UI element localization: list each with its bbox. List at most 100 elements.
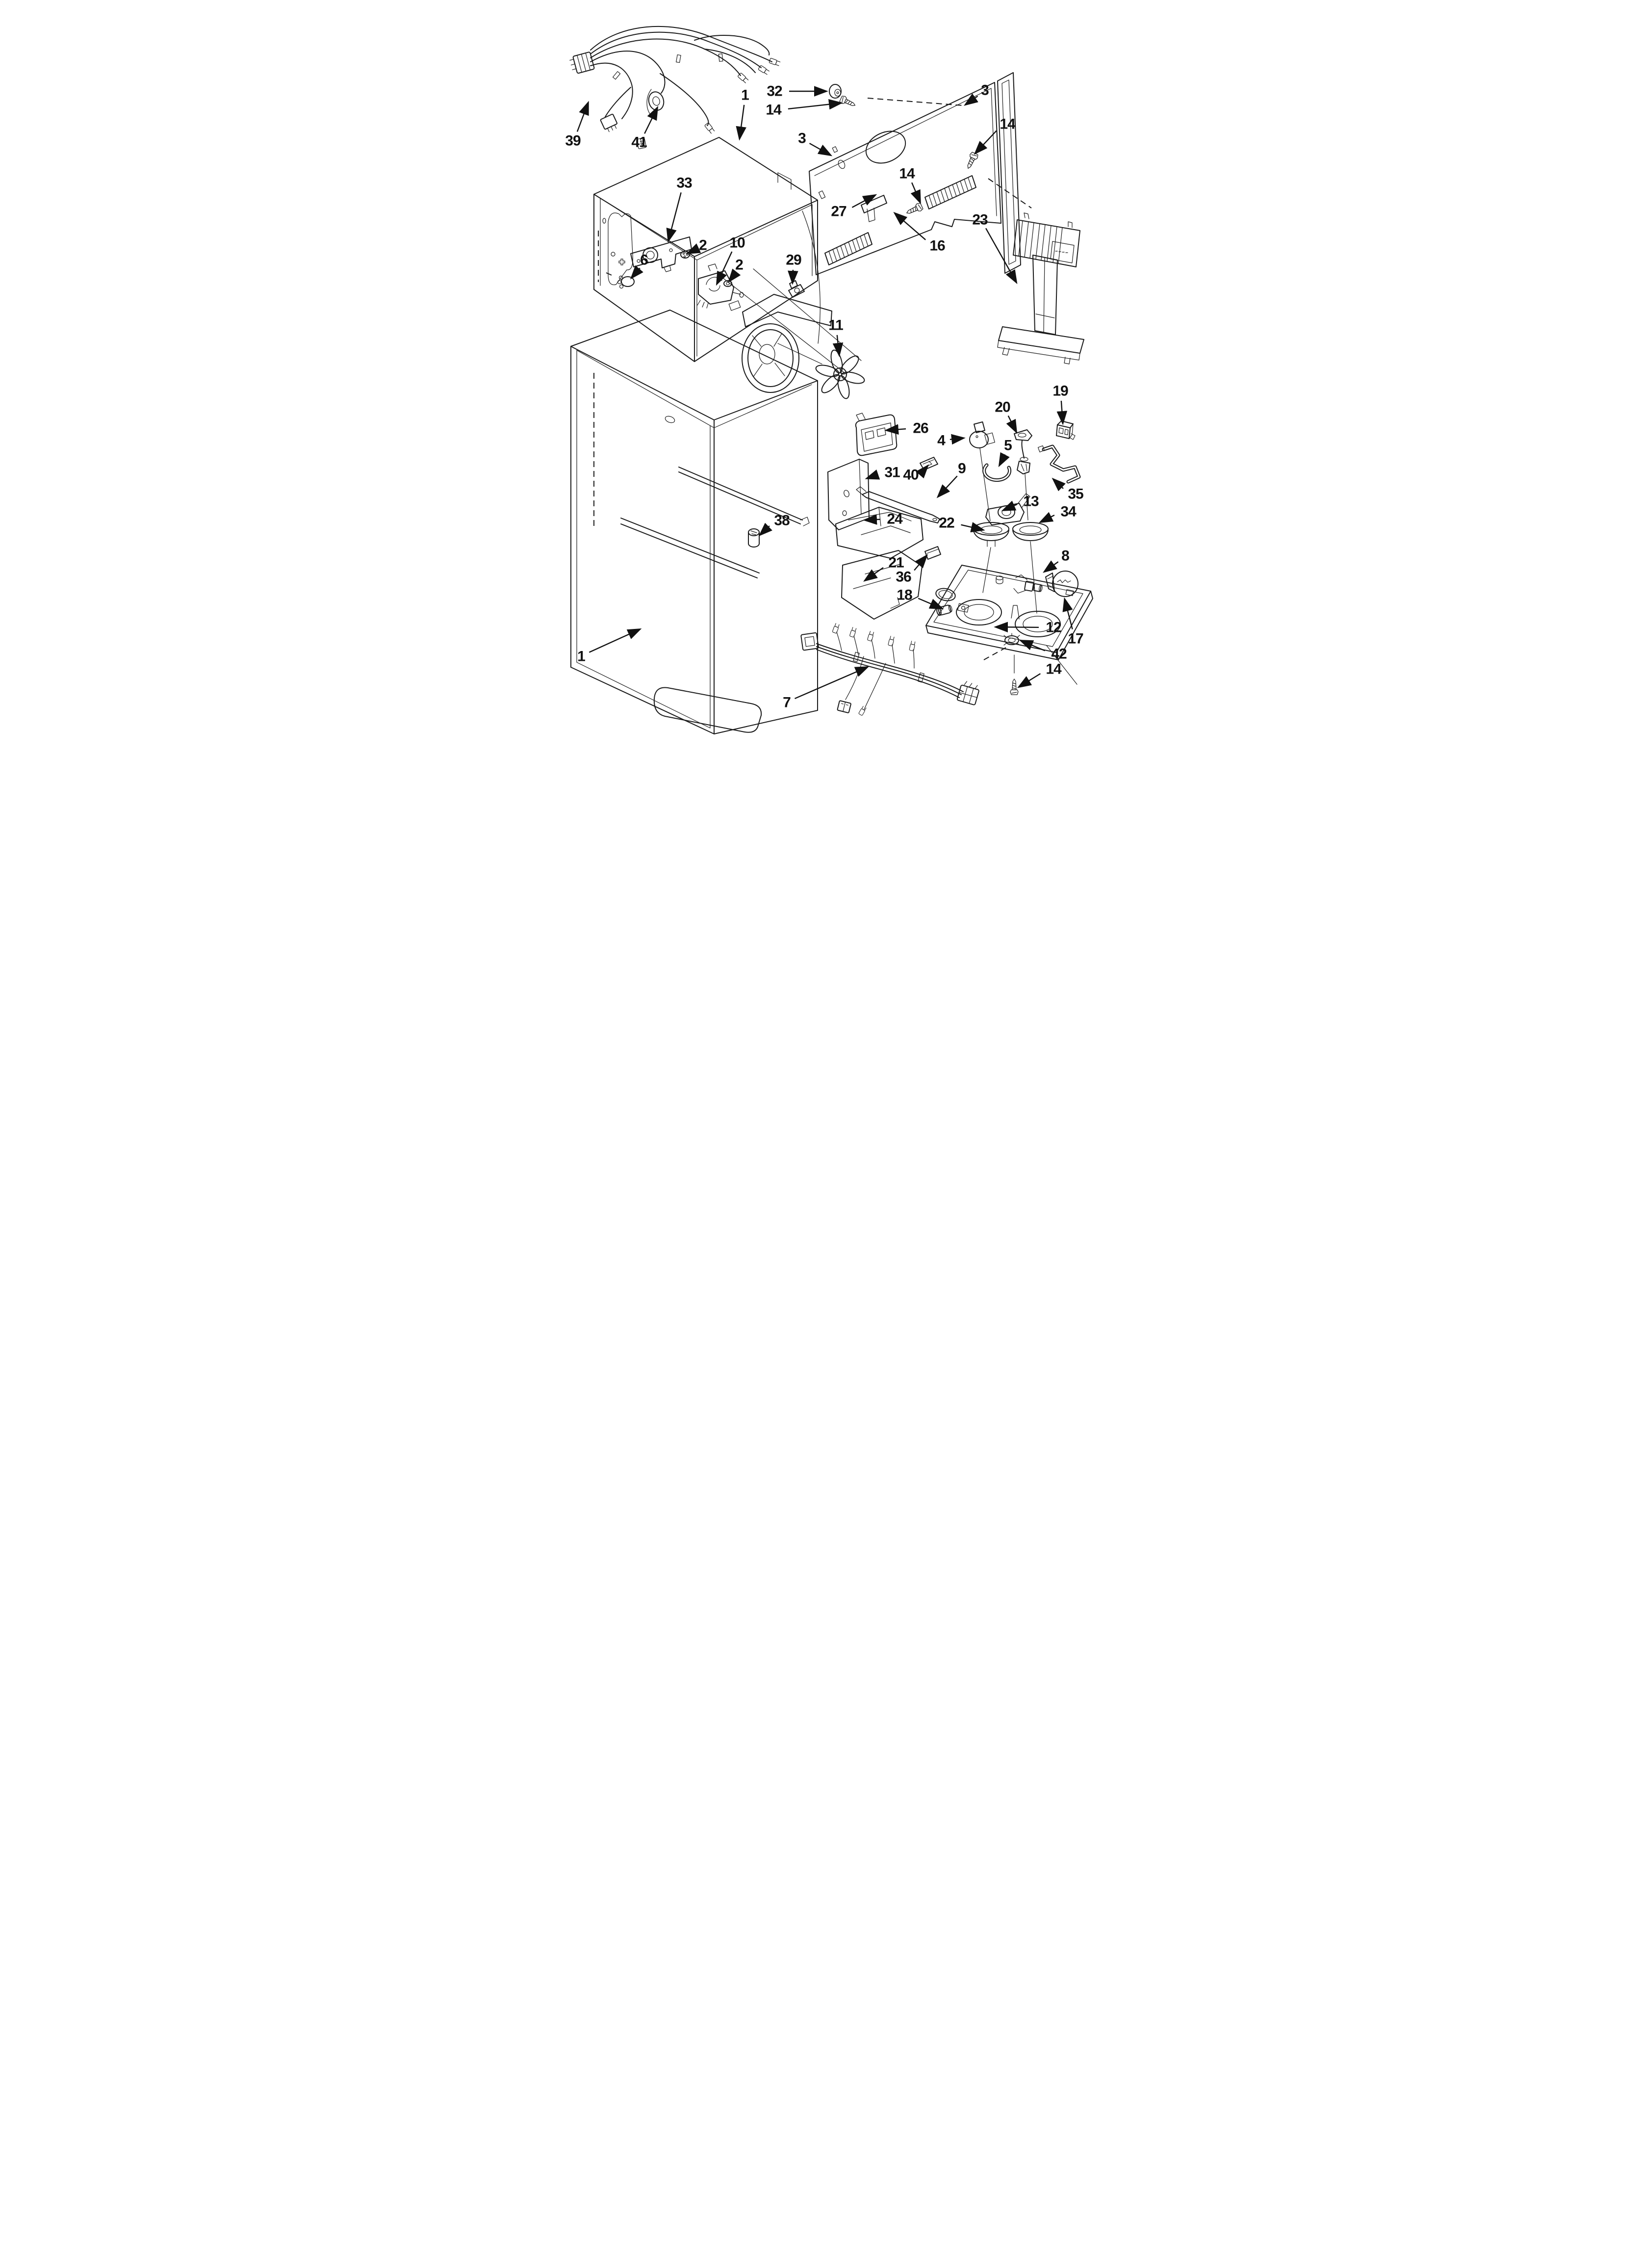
leader-arrow-31 xyxy=(865,469,880,480)
leader-arrow-36 xyxy=(914,554,928,571)
leader-arrow-4 xyxy=(949,434,966,445)
callout-29: 29 xyxy=(786,252,802,285)
leader-arrow-39 xyxy=(576,101,589,132)
part-number-36: 36 xyxy=(896,569,911,585)
callout-24: 24 xyxy=(863,511,903,527)
leader-arrow-2 xyxy=(728,268,741,283)
plate-36 xyxy=(924,546,941,560)
callout-35: 35 xyxy=(1052,477,1084,502)
callout-21: 21 xyxy=(863,555,904,582)
light-socket-bracket xyxy=(630,236,692,272)
leader-arrow-26 xyxy=(884,424,906,435)
part-number-40: 40 xyxy=(903,467,919,483)
lamp-housing-12 xyxy=(925,565,1093,685)
callout-14: 14 xyxy=(899,166,921,205)
callout-9: 9 xyxy=(936,461,966,498)
part-number-21: 21 xyxy=(888,555,904,571)
callout-20: 20 xyxy=(995,399,1018,434)
callout-16: 16 xyxy=(893,211,946,254)
part-number-42: 42 xyxy=(1051,646,1067,662)
drain-tube-20 xyxy=(1014,429,1032,521)
wire-clip-35 xyxy=(1037,444,1081,484)
part-number-8: 8 xyxy=(1061,548,1069,564)
leader-arrow-41 xyxy=(644,105,659,134)
callout-12: 12 xyxy=(994,620,1062,636)
callout-32: 32 xyxy=(767,83,828,100)
callout-23: 23 xyxy=(972,212,1018,285)
part-number-16: 16 xyxy=(929,238,945,254)
part-number-33: 33 xyxy=(676,175,692,191)
leader-arrow-16 xyxy=(893,211,926,240)
air-damper xyxy=(997,212,1084,365)
leader-arrow-8 xyxy=(1043,560,1059,573)
callout-2: 2 xyxy=(686,237,707,255)
evaporator-fan-assembly xyxy=(719,268,862,393)
leader-arrow-40 xyxy=(916,464,929,479)
drain-hose-5 xyxy=(982,463,1012,482)
part-number-19: 19 xyxy=(1052,383,1068,399)
part-number-18: 18 xyxy=(897,587,912,603)
terminal-block-19 xyxy=(1056,420,1076,440)
part-number-17: 17 xyxy=(1068,631,1083,647)
part-number-1: 1 xyxy=(741,87,749,104)
part-number-35: 35 xyxy=(1068,486,1083,502)
leader-arrow-20 xyxy=(1006,415,1018,434)
part-number-12: 12 xyxy=(1046,620,1061,636)
leader-arrow-14 xyxy=(788,99,843,110)
part-number-32: 32 xyxy=(767,83,782,100)
leader-arrow-35 xyxy=(1052,477,1066,492)
leader-arrow-23 xyxy=(985,228,1018,285)
wire-harness-lower xyxy=(800,623,979,716)
part-number-24: 24 xyxy=(887,511,903,527)
leader-arrow-14 xyxy=(1017,673,1041,688)
callout-26: 26 xyxy=(884,420,929,437)
part-number-2: 2 xyxy=(735,257,743,273)
callout-33: 33 xyxy=(666,175,693,243)
callout-11: 11 xyxy=(828,317,844,357)
part-number-7: 7 xyxy=(783,695,791,711)
grommet-42 xyxy=(1003,633,1020,646)
callout-18: 18 xyxy=(897,587,944,609)
callout-13: 13 xyxy=(1001,494,1039,511)
callout-10: 10 xyxy=(716,235,745,286)
light-bulb-17 xyxy=(1045,571,1078,597)
callout-40: 40 xyxy=(903,464,929,483)
part-number-4: 4 xyxy=(937,433,946,449)
leader-arrow-3 xyxy=(964,93,978,106)
callout-36: 36 xyxy=(896,554,928,585)
light-lens xyxy=(606,272,635,289)
leader-arrow-9 xyxy=(936,475,958,498)
leader-arrow-14 xyxy=(974,130,997,155)
leader-arrow-27 xyxy=(851,194,877,208)
leader-arrow-13 xyxy=(1001,500,1017,511)
screw-14-right xyxy=(964,151,979,171)
callout-5: 5 xyxy=(998,438,1012,468)
callout-19: 19 xyxy=(1052,383,1069,425)
part-number-14: 14 xyxy=(766,102,782,118)
evaporator-cover-panel xyxy=(809,72,1032,275)
leader-arrow-21 xyxy=(863,567,884,582)
part-number-13: 13 xyxy=(1023,494,1039,510)
part-number-14: 14 xyxy=(1000,116,1016,132)
part-number-41: 41 xyxy=(631,134,647,151)
part-number-29: 29 xyxy=(786,252,801,268)
screw-14-middle xyxy=(904,202,924,217)
grommet-32 xyxy=(829,84,842,99)
part-number-14: 14 xyxy=(1046,661,1062,678)
part-number-26: 26 xyxy=(913,420,928,437)
leader-arrow-19 xyxy=(1056,400,1068,425)
leader-arrow-7 xyxy=(795,666,870,700)
label-plate-40 xyxy=(920,457,938,470)
leader-arrow-6 xyxy=(630,265,643,280)
callout-14: 14 xyxy=(766,99,843,118)
diagram-svg: 3941132143314142716233321026291126192045… xyxy=(565,26,1093,734)
part-number-6: 6 xyxy=(640,252,648,268)
leader-arrow-22 xyxy=(961,522,985,533)
leader-arrow-14 xyxy=(910,182,921,205)
part-number-27: 27 xyxy=(831,204,847,220)
air-duct-24 xyxy=(835,507,924,559)
callout-1: 1 xyxy=(736,87,749,141)
leader-arrow-11 xyxy=(832,335,844,357)
part-number-38: 38 xyxy=(774,513,790,529)
leader-arrow-10 xyxy=(716,251,733,286)
